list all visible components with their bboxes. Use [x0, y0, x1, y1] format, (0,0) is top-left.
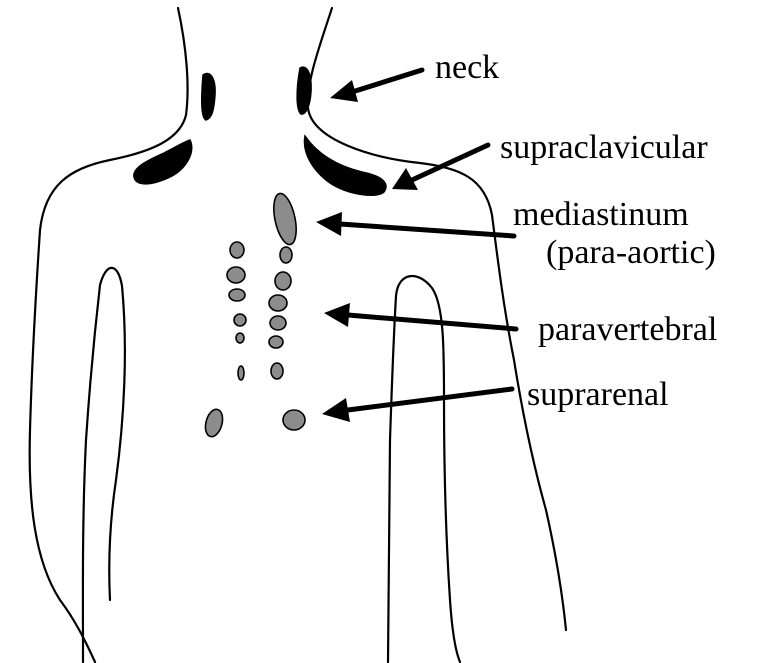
neck-nodes: [202, 67, 311, 120]
arrow-paravertebral: [324, 303, 516, 329]
left-chain-node-3: [229, 289, 245, 301]
arrow-mediastinum: [316, 212, 514, 236]
right-chain-node-5: [269, 336, 283, 348]
right-chain-node-1: [280, 247, 292, 263]
label-para-aortic: (para-aortic): [546, 234, 716, 271]
left-chain-node-2: [227, 267, 245, 283]
arrow-suprarenal: [322, 389, 512, 422]
label-neck: neck: [435, 49, 499, 86]
right-chain-node-2: [275, 272, 291, 290]
right-chain-node-6: [271, 363, 283, 379]
right-chain-node-4: [270, 316, 286, 330]
label-paravertebral: paravertebral: [538, 311, 717, 348]
right-arm-loop: [388, 276, 460, 662]
label-suprarenal: suprarenal: [527, 376, 669, 413]
arrow-neck: [330, 70, 422, 102]
left-chain-node-5: [236, 333, 244, 343]
right-chain-node-3: [269, 295, 287, 311]
suprarenal-node-left: [203, 407, 226, 438]
mediastinal-paravertebral-nodes: [227, 191, 300, 380]
suprarenal-node-right: [283, 410, 305, 430]
left-chain-node-4: [234, 314, 246, 326]
label-mediastinum: mediastinum: [513, 196, 689, 233]
suprarenal-nodes: [203, 407, 305, 438]
left-arm-inner-line: [83, 268, 125, 662]
mediastinum-node-large: [270, 191, 300, 246]
neck-node-left: [202, 74, 215, 120]
left-chain-node-6: [238, 366, 244, 380]
label-supraclavicular: supraclavicular: [500, 129, 708, 166]
left-chain-node-1: [230, 242, 244, 258]
supraclavicular-node-left: [134, 140, 192, 184]
arrow-supraclavicular: [392, 145, 488, 190]
